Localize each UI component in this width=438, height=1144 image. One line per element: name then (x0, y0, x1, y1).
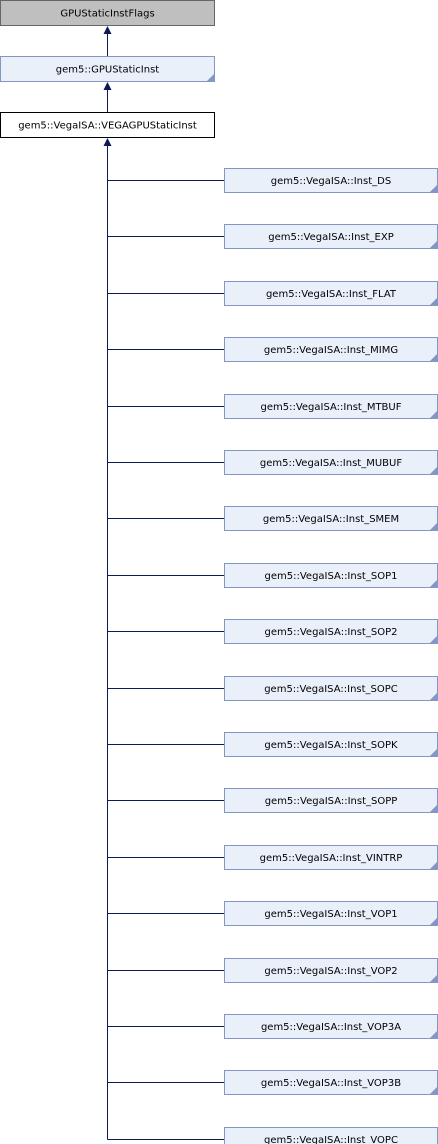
class-node-gem5-vegaisa-inst-mtbuf[interactable]: gem5::VegaISA::Inst_MTBUF (224, 394, 438, 419)
class-node-gem5-vegaisa-inst-smem[interactable]: gem5::VegaISA::Inst_SMEM (224, 506, 438, 531)
inheritance-edges (103, 26, 224, 1140)
node-box (224, 845, 438, 870)
node-box (224, 788, 438, 813)
class-node-gem5-vegaisa-inst-ds[interactable]: gem5::VegaISA::Inst_DS (224, 168, 438, 193)
node-fold-corner (429, 522, 438, 531)
node-fold-corner (429, 410, 438, 419)
node-box (224, 958, 438, 983)
node-label: gem5::VegaISA::Inst_VOPC (264, 1135, 398, 1144)
node-label: gem5::VegaISA::Inst_VOP3B (261, 1078, 401, 1089)
node-fold-corner (429, 240, 438, 249)
node-box (224, 901, 438, 926)
node-label: gem5::VegaISA::Inst_SOPP (265, 796, 398, 807)
class-node-gem5-vegaisa-inst-vop2[interactable]: gem5::VegaISA::Inst_VOP2 (224, 958, 438, 983)
node-label: gem5::VegaISA::Inst_MIMG (264, 345, 398, 356)
node-label: gem5::VegaISA::Inst_VOP3A (261, 1022, 401, 1033)
node-fold-corner (429, 1086, 438, 1095)
node-box (224, 224, 438, 249)
node-label: gem5::VegaISA::Inst_SOPC (264, 684, 398, 695)
class-node-gem5-vegaisa-inst-sopk[interactable]: gem5::VegaISA::Inst_SOPK (224, 732, 438, 757)
class-node-gem5-vegaisa-inst-vintrp[interactable]: gem5::VegaISA::Inst_VINTRP (224, 845, 438, 870)
node-label: gem5::VegaISA::VEGAGPUStaticInst (18, 121, 197, 132)
class-node-gem5-vegaisa-inst-sop1[interactable]: gem5::VegaISA::Inst_SOP1 (224, 563, 438, 588)
node-fold-corner (429, 579, 438, 588)
node-label: gem5::VegaISA::Inst_FLAT (266, 289, 397, 300)
node-fold-corner (429, 804, 438, 813)
node-fold-corner (429, 466, 438, 475)
class-node-gem5-vegaisa-inst-vop1[interactable]: gem5::VegaISA::Inst_VOP1 (224, 901, 438, 926)
node-box (224, 676, 438, 701)
class-node-gem5-vegaisa-inst-sopp[interactable]: gem5::VegaISA::Inst_SOPP (224, 788, 438, 813)
node-box (224, 281, 438, 306)
node-label: gem5::VegaISA::Inst_SOPK (264, 740, 398, 751)
class-node-gem5-vegaisa-inst-exp[interactable]: gem5::VegaISA::Inst_EXP (224, 224, 438, 249)
class-node-gem5-vegaisa-inst-flat[interactable]: gem5::VegaISA::Inst_FLAT (224, 281, 438, 306)
node-label: GPUStaticInstFlags (60, 9, 154, 20)
node-fold-corner (206, 73, 215, 82)
node-fold-corner (429, 974, 438, 983)
class-node-gem5-vegaisa-inst-sop2[interactable]: gem5::VegaISA::Inst_SOP2 (224, 619, 438, 644)
node-box (224, 563, 438, 588)
node-fold-corner (429, 1030, 438, 1039)
node-box (224, 506, 438, 531)
class-node-gem5-vegaisa-inst-vopc[interactable]: gem5::VegaISA::Inst_VOPC (224, 1127, 438, 1144)
node-label: gem5::VegaISA::Inst_DS (271, 176, 391, 187)
node-fold-corner (429, 297, 438, 306)
node-label: gem5::VegaISA::Inst_SMEM (263, 514, 399, 525)
node-label: gem5::VegaISA::Inst_SOP2 (265, 627, 398, 638)
node-fold-corner (429, 184, 438, 193)
node-fold-corner (429, 917, 438, 926)
class-node-gem5-vegaisa-inst-mubuf[interactable]: gem5::VegaISA::Inst_MUBUF (224, 450, 438, 475)
node-fold-corner (429, 635, 438, 644)
node-box (0, 56, 215, 82)
node-label: gem5::VegaISA::Inst_MTBUF (260, 402, 401, 413)
class-node-gpustaticinstflags: GPUStaticInstFlags (0, 0, 215, 26)
node-label: gem5::VegaISA::Inst_VINTRP (260, 853, 403, 864)
node-label: gem5::VegaISA::Inst_VOP2 (264, 966, 397, 977)
node-fold-corner (429, 692, 438, 701)
node-fold-corner (429, 861, 438, 870)
node-box (0, 0, 215, 26)
node-box (0, 112, 215, 138)
node-label: gem5::VegaISA::Inst_VOP1 (264, 909, 397, 920)
node-label: gem5::VegaISA::Inst_EXP (268, 232, 394, 243)
node-box (224, 450, 438, 475)
node-box (224, 1070, 438, 1095)
class-node-gem5-vegaisa-inst-vop3b[interactable]: gem5::VegaISA::Inst_VOP3B (224, 1070, 438, 1095)
node-box (224, 394, 438, 419)
class-node-gem5-vegaisa-inst-sopc[interactable]: gem5::VegaISA::Inst_SOPC (224, 676, 438, 701)
node-label: gem5::VegaISA::Inst_SOP1 (265, 571, 398, 582)
node-box (224, 337, 438, 362)
node-fold-corner (429, 353, 438, 362)
node-label: gem5::VegaISA::Inst_MUBUF (260, 458, 402, 469)
node-label: gem5::GPUStaticInst (56, 65, 160, 76)
class-node-gem5-vegaisa-inst-vop3a[interactable]: gem5::VegaISA::Inst_VOP3A (224, 1014, 438, 1039)
node-fold-corner (429, 748, 438, 757)
class-node-gem5-vegaisa-inst-mimg[interactable]: gem5::VegaISA::Inst_MIMG (224, 337, 438, 362)
node-box (224, 1014, 438, 1039)
class-node-vegagpustaticinst: gem5::VegaISA::VEGAGPUStaticInst (0, 112, 215, 138)
class-node-gem5-gpustaticinst[interactable]: gem5::GPUStaticInst (0, 56, 215, 82)
